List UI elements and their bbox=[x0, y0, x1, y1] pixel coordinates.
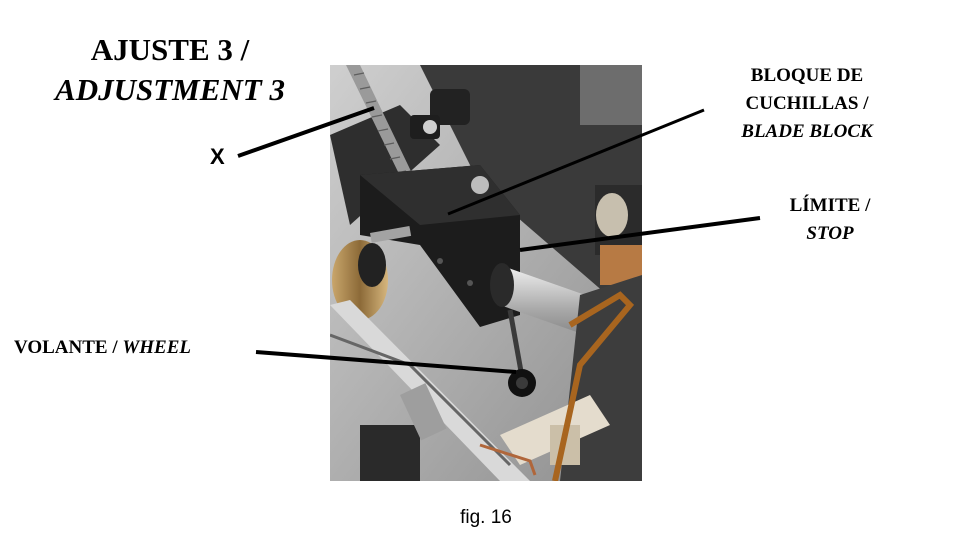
label-wheel-es: VOLANTE / bbox=[14, 337, 118, 358]
label-wheel-en: WHEEL bbox=[122, 337, 191, 358]
mechanism-photo bbox=[330, 65, 642, 481]
label-blade-block-es-1: BLOQUE DE bbox=[750, 65, 864, 86]
label-blade-block-es-2: CUCHILLAS / bbox=[745, 93, 869, 114]
label-x: X bbox=[210, 144, 225, 169]
title-line-2: ADJUSTMENT 3 bbox=[55, 72, 285, 107]
label-wheel: VOLANTE / WHEEL bbox=[14, 334, 191, 362]
label-stop-es: LÍMITE / bbox=[789, 195, 871, 216]
label-stop: LÍMITE / STOP bbox=[760, 192, 900, 248]
title-line-1: AJUSTE 3 / bbox=[90, 32, 250, 67]
label-blade-block: BLOQUE DE CUCHILLAS / BLADE BLOCK bbox=[712, 62, 902, 146]
label-stop-en: STOP bbox=[806, 223, 854, 244]
page-title: AJUSTE 3 / ADJUSTMENT 3 bbox=[20, 30, 320, 110]
figure-caption: fig. 16 bbox=[460, 507, 512, 528]
label-blade-block-en: BLADE BLOCK bbox=[741, 121, 873, 142]
